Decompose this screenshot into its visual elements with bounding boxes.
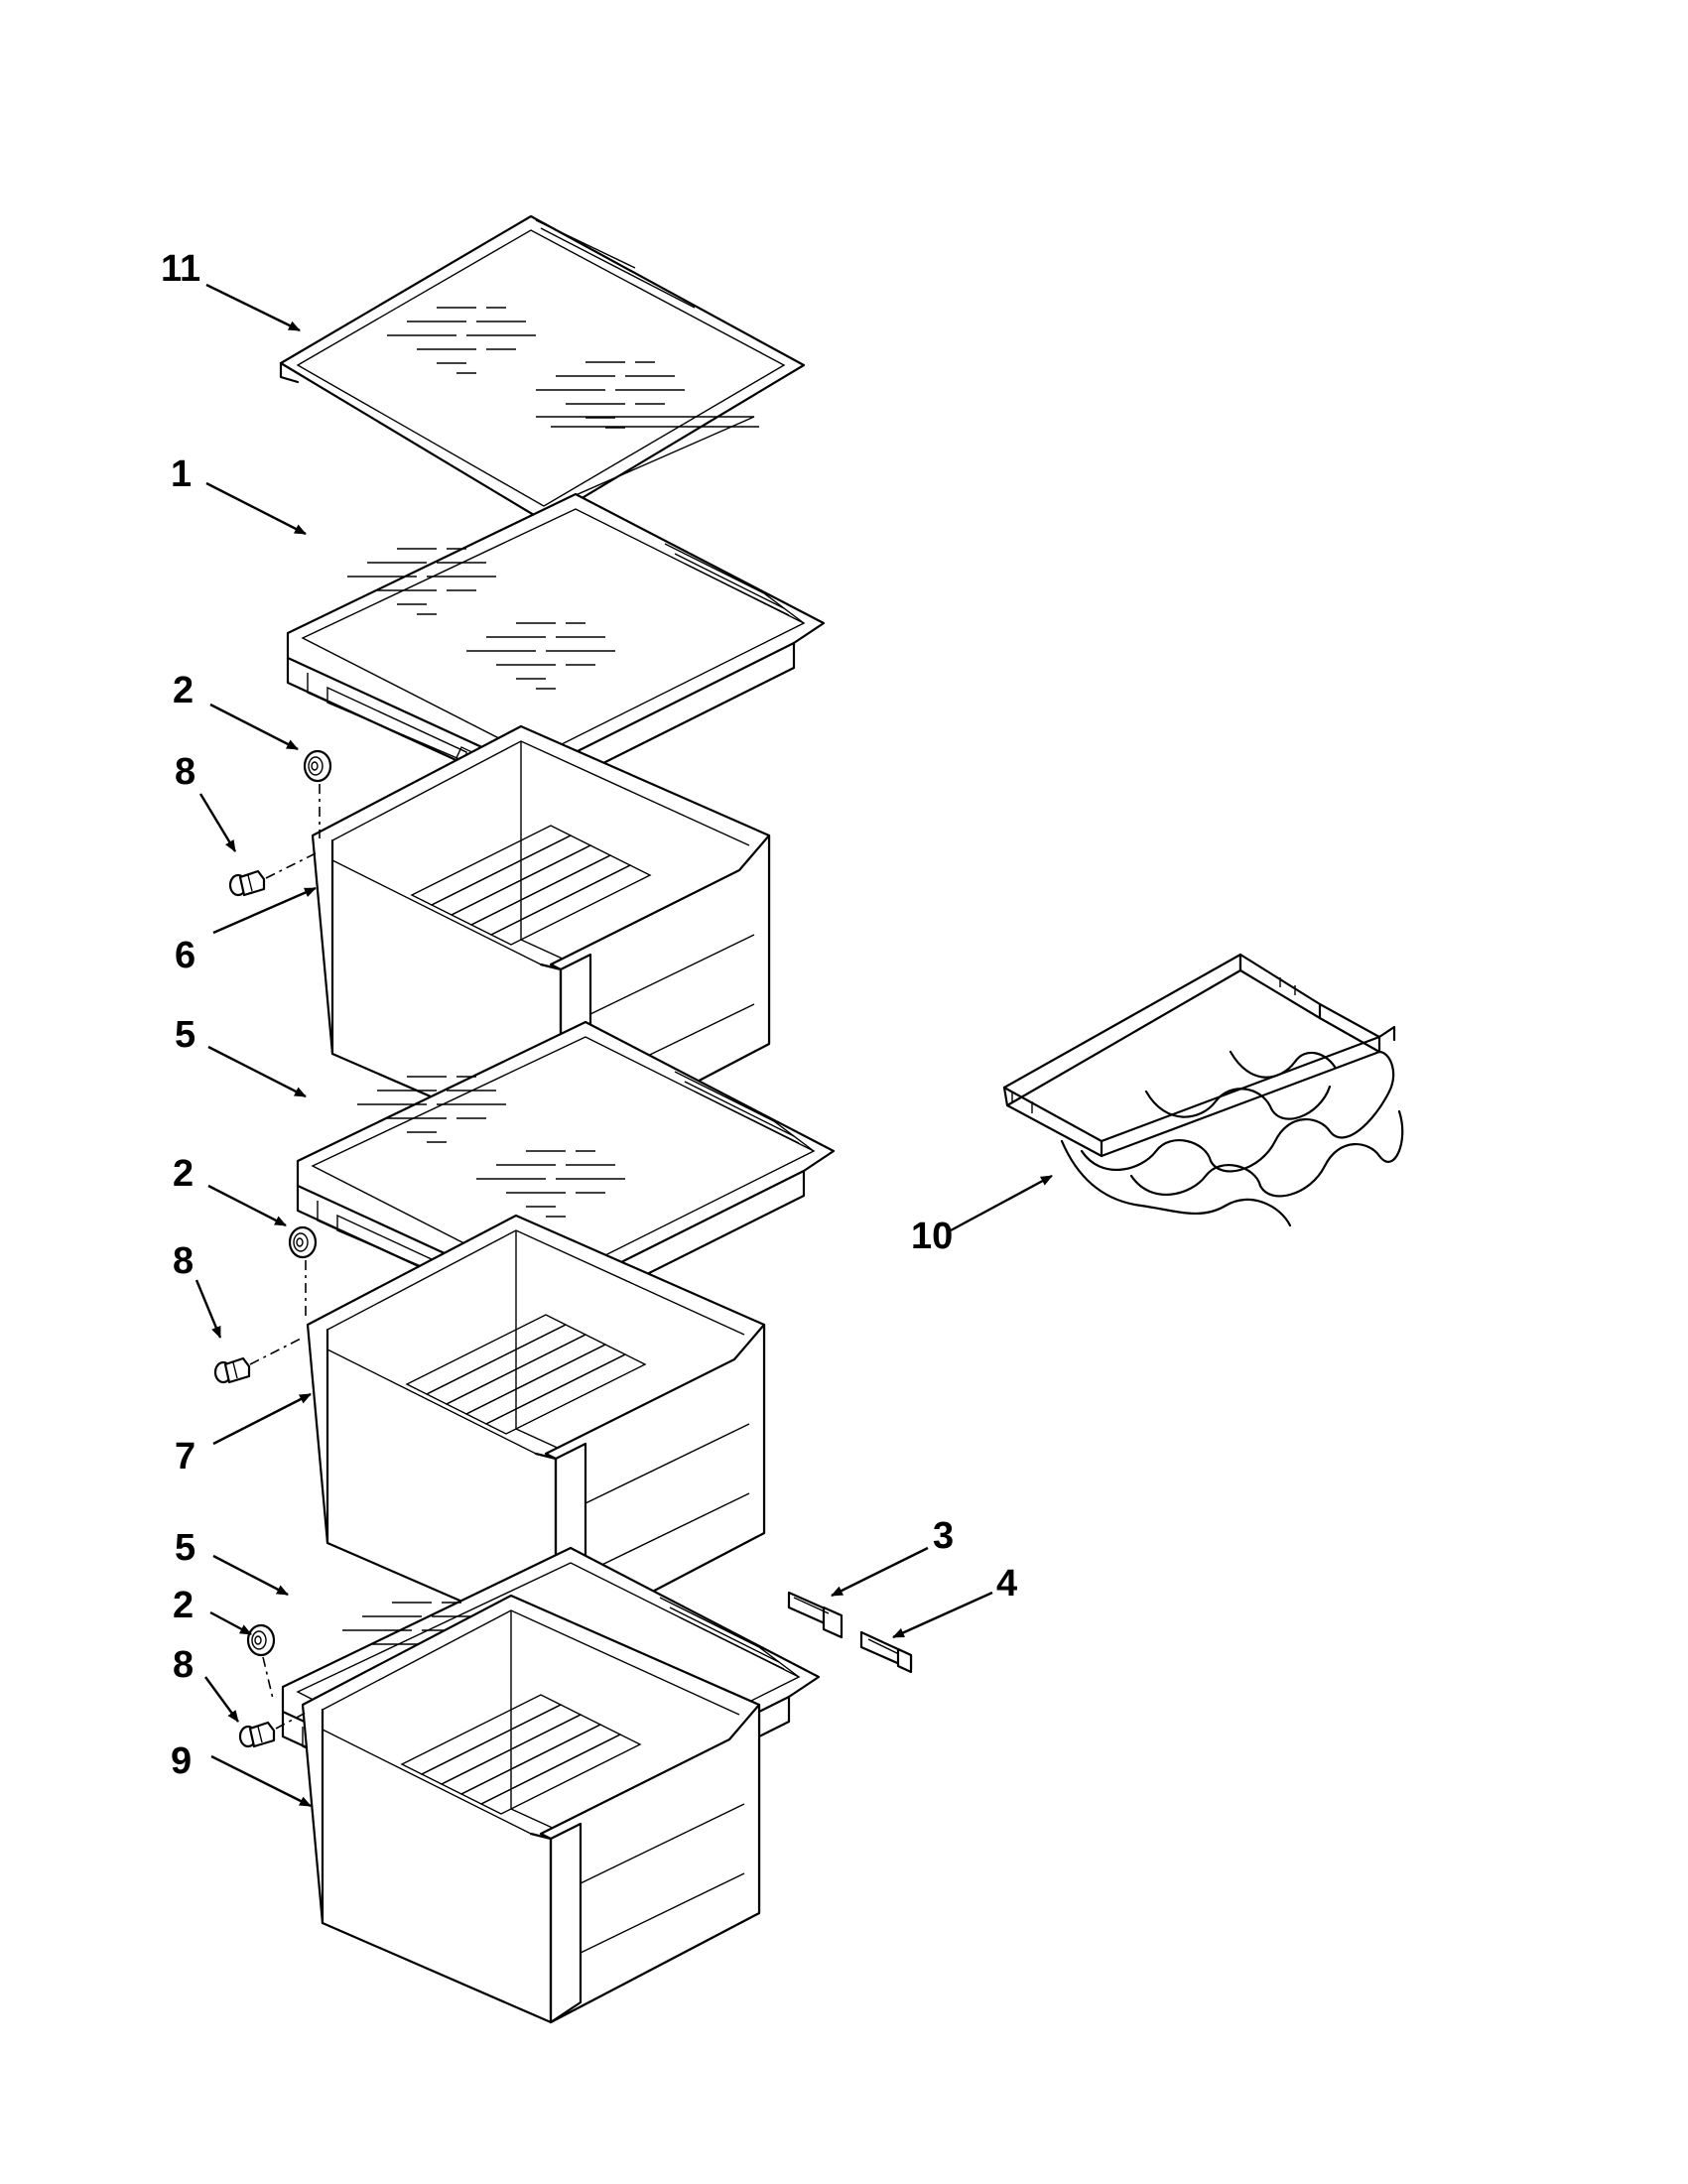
callout-6: 6: [175, 935, 195, 976]
callout-5-lower: 5: [175, 1527, 195, 1569]
callout-1: 1: [171, 453, 192, 495]
roller-stud-set-upper: [228, 749, 332, 897]
callout-3: 3: [933, 1515, 954, 1557]
part-11-shelf-frame: [279, 214, 806, 523]
callout-labels: 11 1 2 8 6 5 2 8 7 5 2 8 9 3 4 10: [161, 248, 1017, 1782]
callout-2-middle: 2: [173, 1153, 194, 1195]
callout-5-middle: 5: [175, 1014, 195, 1056]
part-4-clip: [859, 1630, 913, 1674]
callout-7: 7: [175, 1436, 195, 1477]
callout-10: 10: [911, 1216, 953, 1257]
callout-8-upper: 8: [175, 751, 195, 793]
leader-arrows: [195, 283, 1053, 1808]
roller-stud-set-lower: [238, 1623, 309, 1748]
roller-stud-set-middle: [213, 1225, 318, 1384]
callout-11: 11: [161, 248, 200, 290]
callout-8-middle: 8: [173, 1240, 194, 1282]
callout-4: 4: [996, 1563, 1017, 1605]
part-10-wine-rack: [1002, 953, 1404, 1227]
callout-2-upper: 2: [173, 670, 194, 711]
callout-9: 9: [171, 1740, 192, 1782]
part-3-bracket: [787, 1591, 844, 1639]
callout-2-lower: 2: [173, 1585, 194, 1626]
callout-8-lower: 8: [173, 1644, 194, 1686]
